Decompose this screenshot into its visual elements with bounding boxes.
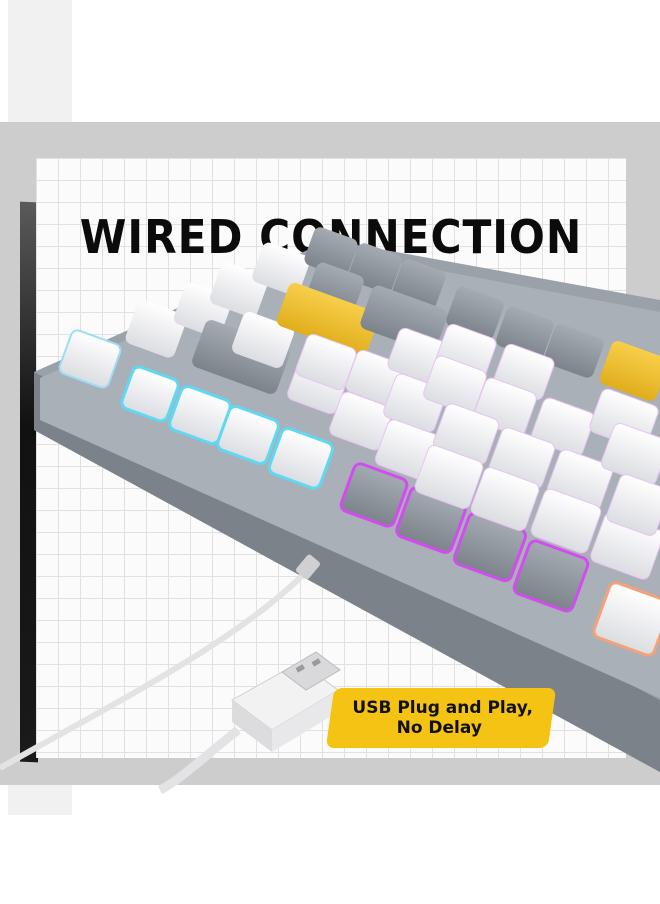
usb-feature-badge: USB Plug and Play, No Delay: [325, 688, 557, 748]
badge-line-2: No Delay: [396, 718, 483, 738]
left-key-cluster: [58, 227, 660, 401]
function-key-row: [120, 365, 660, 657]
badge-line-1: USB Plug and Play,: [352, 698, 533, 718]
usb-cable: [0, 554, 320, 795]
alpha-key-block: [287, 323, 660, 580]
usb-plug-icon: [231, 651, 341, 752]
